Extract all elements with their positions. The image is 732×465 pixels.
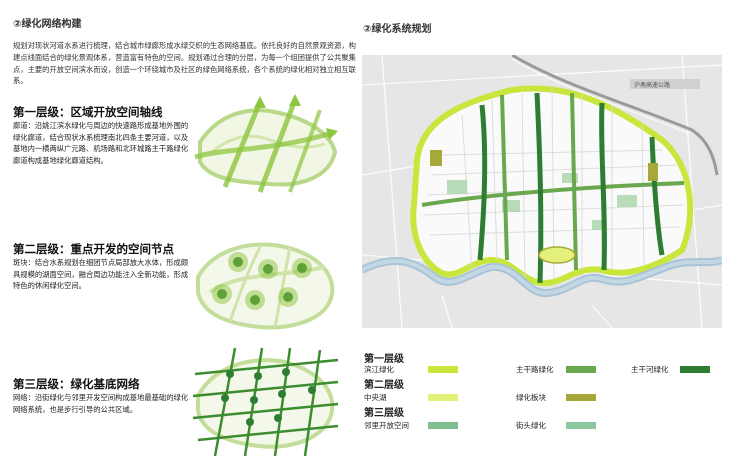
level3-body: 网络：沿街绿化与邻里开发空间构成基地最基础的绿化网络系统，也是步行引导的公共区域… xyxy=(13,393,189,414)
level2-title: 第二层级：重点开发的空间节点 xyxy=(13,242,174,256)
level1-corridor-diagram xyxy=(194,94,338,193)
legend-label-riverside: 滨江绿化 xyxy=(364,365,394,374)
legend-swatch-green-plate xyxy=(566,394,596,401)
legend-swatch-main-road xyxy=(566,366,596,373)
level2-body: 斑块：结合水系规划在细团节点局部放大水体，形成颇具规模的湖面空间，融合周边功能注… xyxy=(13,258,189,291)
legend-swatch-central-lake xyxy=(428,394,458,401)
legend-label-main-road: 主干路绿化 xyxy=(516,365,554,374)
level2-node-diagram xyxy=(196,242,335,330)
level3-title: 第三层级：绿化基底网络 xyxy=(13,377,140,391)
legend-label-central-lake: 中央湖 xyxy=(364,393,387,402)
legend-head-level1: 第一层级 xyxy=(364,354,404,365)
right-section-title: ②绿化系统规划 xyxy=(363,24,432,35)
highway-label: 沪甬高速公路 xyxy=(634,81,670,89)
legend-label-main-river: 主干河绿化 xyxy=(631,365,669,374)
intro-paragraph: 规划对现状河道水系进行梳理，结合城市绿廊形成水绿交织的生态网络基底。依托良好的自… xyxy=(13,41,356,86)
green-system-map: 沪甬高速公路 xyxy=(362,55,722,328)
legend-label-neighborhood-open-space: 邻里开放空间 xyxy=(364,421,409,430)
left-section-title: ②绿化网络构建 xyxy=(13,19,82,30)
legend-swatch-main-river xyxy=(680,366,710,373)
legend-swatch-street-green xyxy=(566,422,596,429)
legend-head-level3: 第三层级 xyxy=(364,408,404,419)
level1-title: 第一层级：区域开放空间轴线 xyxy=(13,105,163,119)
level3-grid-diagram xyxy=(192,347,339,457)
legend-swatch-riverside xyxy=(428,366,458,373)
legend-swatch-neighborhood-open-space xyxy=(428,422,458,429)
legend-head-level2: 第二层级 xyxy=(364,380,404,391)
legend-label-green-plate: 绿化板块 xyxy=(516,393,546,402)
level1-body: 廊道：沿姚江滨水绿化与周边的快速路形成基地外围的绿化廊道，结合现状水系梳理南北四… xyxy=(13,121,189,165)
legend-label-street-green: 街头绿化 xyxy=(516,421,546,430)
